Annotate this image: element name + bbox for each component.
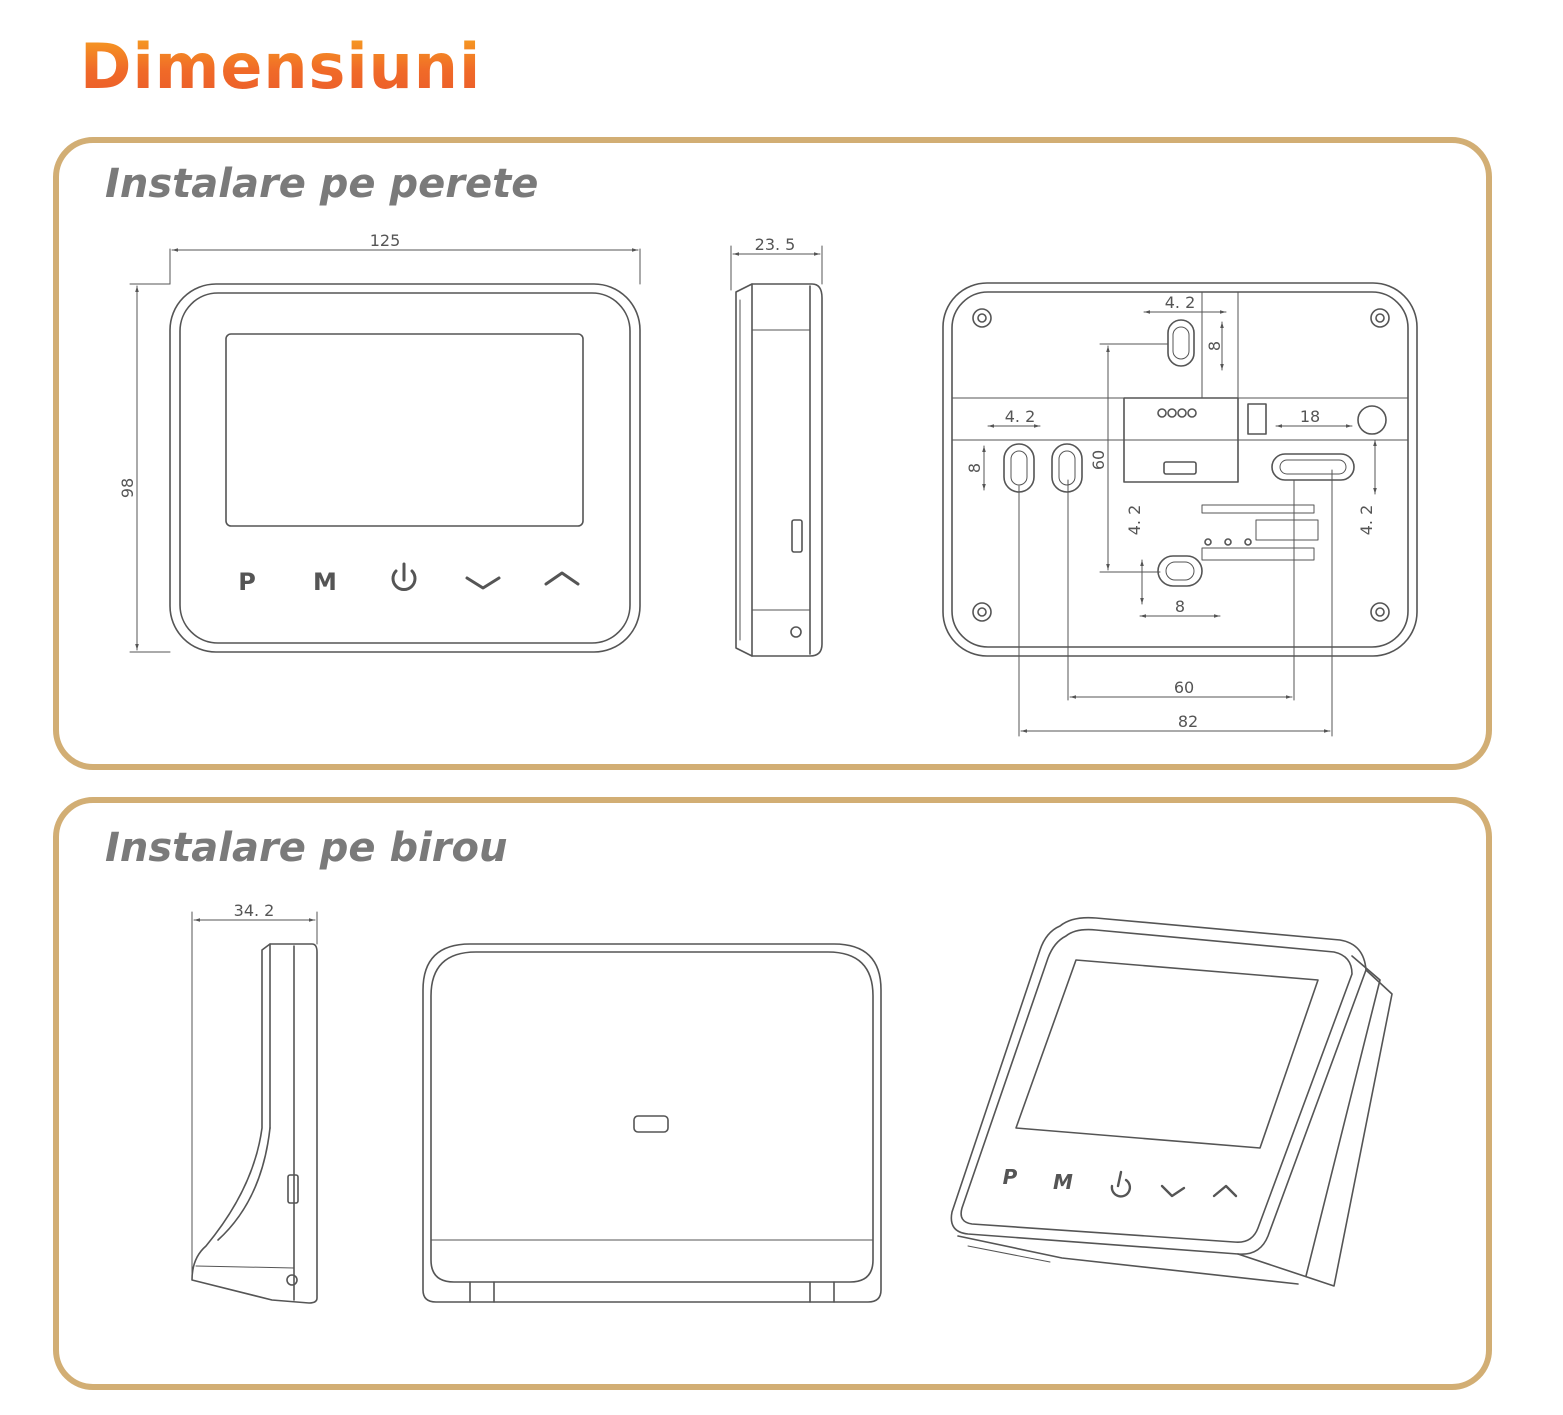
horizontal-spacing-outer-label: 82 [1178, 712, 1198, 731]
back-dimension-lines [982, 310, 1377, 737]
side-view [730, 245, 823, 657]
left-slot-width-label: 4. 2 [1005, 407, 1036, 426]
desk-mount-heading: Instalare pe birou [105, 825, 508, 871]
perspective-view [950, 916, 1393, 1287]
right-slot-width-label: 18 [1300, 407, 1320, 426]
back-round-hole [1357, 405, 1387, 435]
bottom-slot-height-label: 8 [1175, 597, 1185, 616]
desk-back-frame [422, 943, 882, 1303]
desk-back-port [633, 1115, 669, 1133]
left-slot-height-label: 8 [965, 463, 984, 473]
perspective-key-m: M [1053, 1170, 1073, 1194]
side-depth-label: 23. 5 [755, 235, 796, 254]
side-screw [790, 626, 802, 638]
wall-mount-heading: Instalare pe perete [105, 161, 539, 207]
back-outer-frame [942, 282, 1418, 657]
back-inner-frame [951, 291, 1409, 648]
right-slot-height-label: 4. 2 [1357, 505, 1376, 536]
chevron-down-icon [465, 576, 501, 590]
back-view [942, 282, 1418, 737]
front-inner-frame [179, 292, 631, 644]
horizontal-spacing-inner-label: 60 [1174, 678, 1194, 697]
lcd-screen [225, 333, 584, 527]
front-width-label: 125 [370, 231, 401, 250]
desk-side-profile [191, 943, 318, 1304]
left-mounting-slot-2 [1051, 443, 1083, 493]
perspective-key-p: P [1003, 1165, 1018, 1189]
power-icon [1110, 1178, 1132, 1198]
chevron-up-icon [1212, 1184, 1238, 1198]
front-key-p: P [238, 568, 256, 596]
desk-side-view [191, 911, 318, 1304]
front-view [129, 248, 641, 653]
top-mounting-slot [1167, 319, 1195, 367]
usb-port [791, 519, 803, 553]
chevron-up-icon [544, 571, 580, 586]
desk-mount-panel: Instalare pe birou [53, 797, 1492, 1390]
front-height-label: 98 [118, 478, 137, 498]
front-outer-frame [169, 283, 641, 653]
right-mounting-slot [1271, 453, 1355, 481]
terminal-block [1123, 397, 1239, 483]
perspective-front-frame [950, 916, 1367, 1255]
perspective-screen [1015, 959, 1319, 1149]
corner-screws [972, 308, 1390, 622]
top-slot-height-label: 8 [1205, 341, 1224, 351]
front-key-m: M [313, 568, 337, 596]
power-icon [391, 562, 417, 591]
page-title: Dimensiuni [80, 30, 482, 103]
top-slot-width-label: 4. 2 [1165, 293, 1196, 312]
desk-depth-label: 34. 2 [234, 901, 275, 920]
wall-mount-panel: Instalare pe perete [53, 137, 1492, 770]
bottom-slot-width-label: 4. 2 [1125, 505, 1144, 536]
bottom-mounting-slot [1157, 555, 1203, 587]
chevron-down-icon [1160, 1184, 1186, 1198]
desk-back-view [422, 943, 882, 1303]
vertical-spacing-label: 60 [1089, 450, 1108, 470]
side-profile [735, 283, 823, 657]
